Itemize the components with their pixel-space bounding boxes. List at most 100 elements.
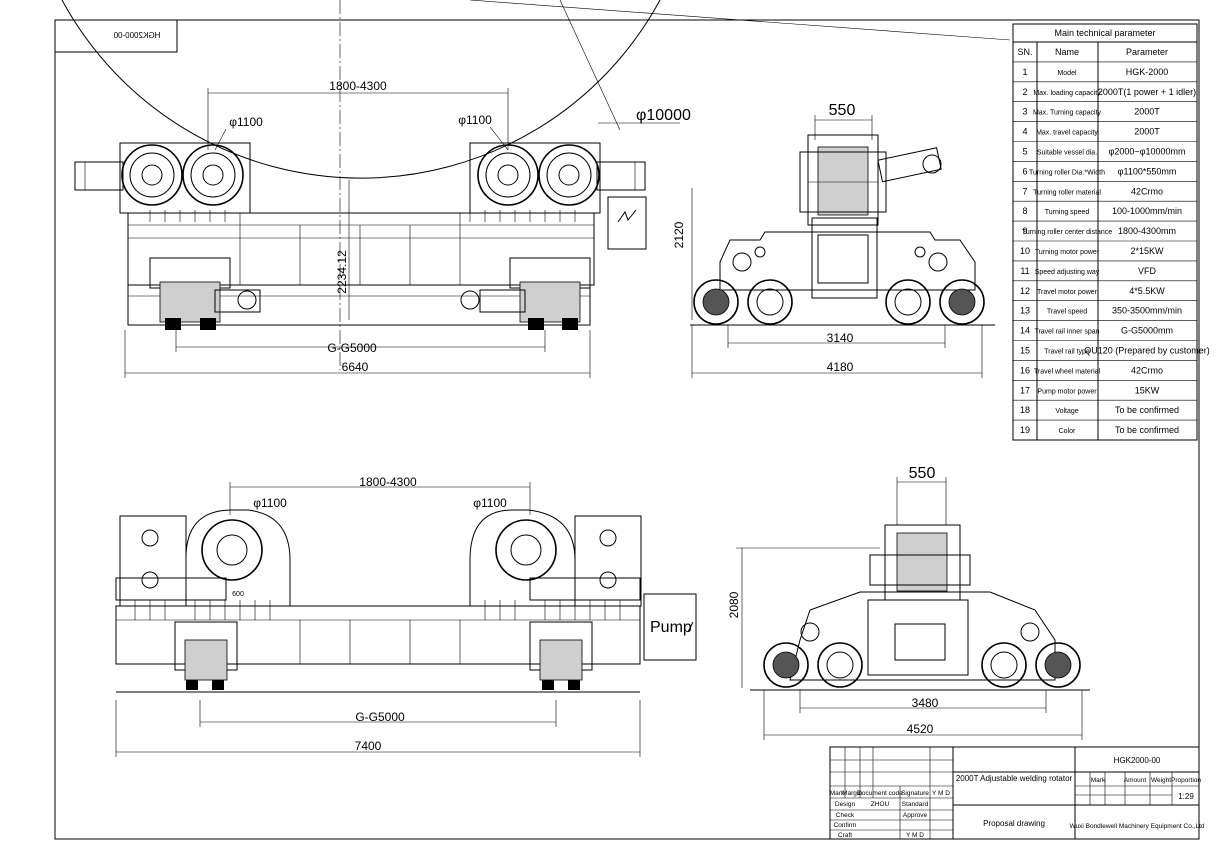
side-view-top <box>690 134 995 326</box>
param-row-sn: 16 <box>1020 365 1030 375</box>
param-row-name: Turning roller center distance <box>1022 229 1113 236</box>
param-row-value: φ2000~φ10000mm <box>1109 147 1186 157</box>
param-row-value: To be confirmed <box>1115 405 1179 415</box>
vessel-outline-arc <box>61 0 661 179</box>
param-table: Main technical parameter SN. Name Paramete… <box>1012 23 1210 441</box>
param-row-value: 2*15KW <box>1130 246 1164 256</box>
front-bottom-roller-dia-left: φ1100 <box>253 496 287 510</box>
title-block-weight: Weight <box>1151 777 1171 784</box>
title-block-title: 2000T Adjustable welding rotator <box>956 774 1073 783</box>
param-row-value: 2000T <box>1134 127 1160 137</box>
front-top-rail-span: G-G5000 <box>327 341 377 355</box>
param-row-sn: 18 <box>1020 405 1030 415</box>
front-view-bottom: Pump <box>115 509 697 693</box>
param-header-name: Name <box>1055 47 1079 57</box>
front-top-roller-dia-left: φ1100 <box>229 115 263 129</box>
title-block-mark: Mark <box>1091 777 1106 784</box>
param-row-value: 42Crmo <box>1131 365 1163 375</box>
param-row-name: Travel rail type <box>1044 349 1090 356</box>
param-row-name: Max. loading capacity <box>1033 90 1101 97</box>
param-header-sn: SN. <box>1017 47 1032 57</box>
param-row-sn: 14 <box>1020 326 1030 336</box>
tb-label-mark: Mark <box>830 790 845 797</box>
param-row-value: VFD <box>1138 266 1157 276</box>
param-row-sn: 3 <box>1022 107 1027 117</box>
param-row-value: To be confirmed <box>1115 425 1179 435</box>
tb-label-ymd: Y M D <box>932 790 950 797</box>
param-row-name: Max. travel capacity <box>1036 130 1098 137</box>
tb-design-name: ZHOU <box>871 801 890 808</box>
front-bottom-inner-mark: 600 <box>232 591 244 598</box>
param-row-sn: 6 <box>1022 166 1027 176</box>
title-block-proportion: Proportion <box>1171 777 1201 784</box>
param-row-name: Model <box>1057 70 1077 77</box>
front-top-height: 2234.12 <box>335 250 349 294</box>
param-row-sn: 9 <box>1022 226 1027 236</box>
param-row-sn: 11 <box>1020 266 1029 276</box>
title-block: HGK2000-00 2000T Adjustable welding rota… <box>829 746 1205 840</box>
tb-label-doc-code: Document code <box>857 790 903 797</box>
side-bottom-wheel-span: 3480 <box>912 696 939 710</box>
front-top-overall-length: 6640 <box>342 360 369 374</box>
param-row-name: Travel wheel material <box>1034 368 1101 375</box>
front-bottom-center-distance: 1800-4300 <box>359 475 417 489</box>
param-row-name: Suitable vessel dia. <box>1037 150 1097 157</box>
param-row-name: Speed adjusting way <box>1035 269 1100 276</box>
front-top-center-distance: 1800-4300 <box>329 79 387 93</box>
param-row-name: Max. Turning capacity <box>1033 110 1102 117</box>
title-block-company: Wuxi Bondlewell Machinery Equipment Co.,… <box>1069 823 1204 830</box>
param-row-sn: 7 <box>1022 186 1027 196</box>
param-row-sn: 10 <box>1020 246 1030 256</box>
vessel-dia-label: φ10000 <box>636 107 691 124</box>
param-row-sn: 4 <box>1022 127 1027 137</box>
param-row-sn: 8 <box>1022 206 1027 216</box>
tb-label-check: Check <box>836 812 855 819</box>
side-top-height: 2120 <box>672 221 686 248</box>
front-top-dimensions: 1800-4300 φ1100 φ1100 2234.12 G-G5000 66… <box>124 79 591 378</box>
title-block-sheet-title: Proposal drawing <box>983 819 1045 828</box>
param-row-value: G-G5000mm <box>1121 326 1173 336</box>
tb-label-craft: Craft <box>838 832 852 839</box>
tb-label-approve: Approve <box>903 812 928 819</box>
param-row-name: Voltage <box>1055 408 1078 415</box>
param-row-value: 15KW <box>1135 385 1160 395</box>
side-bottom-roller-width: 550 <box>909 465 936 482</box>
param-row-name: Color <box>1059 428 1076 435</box>
front-bottom-rail-span: G-G5000 <box>355 710 405 724</box>
side-top-roller-width: 550 <box>829 102 856 119</box>
side-bottom-overall-width: 4520 <box>907 722 934 736</box>
front-bottom-dimensions: 1800-4300 φ1100 φ1100 600 G-G5000 7400 <box>115 475 641 757</box>
tb-label-signature: Signature <box>901 790 929 797</box>
sheet-border <box>54 19 1200 840</box>
param-row-value: 2000T(1 power + 1 idler) <box>1098 87 1196 97</box>
tb-label-margin: Margin <box>842 790 862 797</box>
title-block-amount: Amount <box>1124 777 1147 784</box>
side-top-dimensions: 550 2120 3140 4180 <box>672 102 983 378</box>
param-row-name: Turning roller Dia.*Width <box>1029 169 1105 176</box>
mirrored-drawing-number: HGK2000-00 <box>113 31 160 40</box>
param-row-value: 4*5.5KW <box>1129 286 1165 296</box>
side-bottom-height: 2080 <box>727 591 741 618</box>
tb-label-ymd2: Y M D <box>906 832 924 839</box>
param-row-sn: 17 <box>1020 385 1030 395</box>
leader-line-2 <box>559 0 621 131</box>
param-row-sn: 1 <box>1022 67 1027 77</box>
param-row-name: Travel speed <box>1047 309 1087 316</box>
param-row-value: φ1100*550mm <box>1118 166 1177 176</box>
param-row-value: 42Crmo <box>1131 186 1163 196</box>
param-row-value: 100-1000mm/min <box>1112 206 1182 216</box>
param-row-sn: 5 <box>1022 147 1027 157</box>
title-block-scale: 1:29 <box>1178 792 1194 801</box>
param-row-name: Turning roller material <box>1033 189 1101 196</box>
param-table-title: Main technical parameter <box>1054 28 1155 38</box>
param-header-parameter: Parameter <box>1126 47 1168 57</box>
param-row-name: Pump motor power <box>1037 388 1097 395</box>
param-row-value: 2000T <box>1134 107 1160 117</box>
front-view-top <box>74 142 647 330</box>
front-bottom-pump-label: Pump <box>650 619 692 636</box>
param-row-sn: 13 <box>1020 306 1030 316</box>
param-row-value: HGK-2000 <box>1126 67 1169 77</box>
param-row-value: 350-3500mm/min <box>1112 306 1182 316</box>
param-row-name: Travel rail inner span <box>1034 329 1099 336</box>
